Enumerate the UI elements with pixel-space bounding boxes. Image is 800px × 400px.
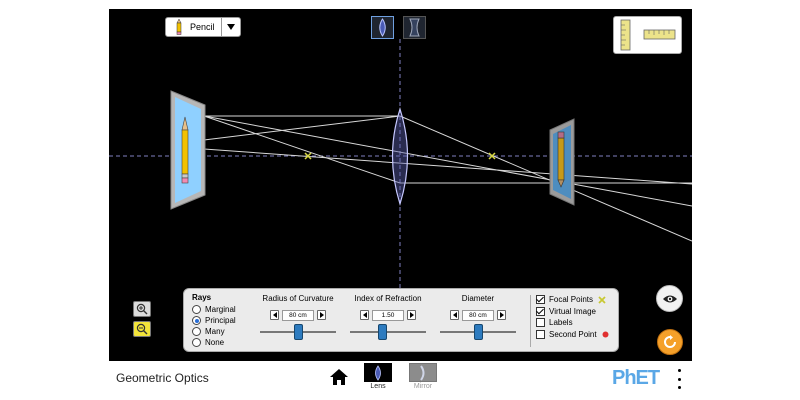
object-pencil[interactable] [170,90,206,210]
diameter-title: Diameter [461,294,495,303]
display-options: Focal Points Virtual Image Labels Second… [536,294,618,340]
arrow-left-icon [362,312,367,318]
chevron-down-icon[interactable] [221,18,240,36]
rays-title: Rays [192,293,212,302]
ray-option-marginal[interactable]: Marginal [192,304,252,315]
diameter-value: 80 cm [462,309,494,321]
radius-increment-button[interactable] [317,310,326,320]
phet-logo[interactable]: PhET [612,366,660,390]
checkbox-second-point[interactable]: Second Point [536,329,618,341]
app-title: Geometric Optics [116,371,209,385]
index-slider[interactable] [348,324,428,340]
radius-of-curvature-control: Radius of Curvature 80 cm [258,294,338,340]
convex-lens[interactable] [391,107,409,207]
eye-icon [662,295,677,302]
radius-slider[interactable] [258,324,338,340]
focal-point-x-icon [598,296,606,304]
diameter-slider[interactable] [438,324,518,340]
more-options-icon[interactable] [676,369,682,389]
ray-option-principal[interactable]: Principal [192,315,252,326]
radius-decrement-button[interactable] [270,310,279,320]
radius-value: 80 cm [282,309,314,321]
ray-option-label: None [205,338,225,347]
focal-point-left[interactable] [304,152,312,160]
ray-option-many[interactable]: Many [192,326,252,337]
arrow-left-icon [452,312,457,318]
radius-title: Radius of Curvature [262,294,334,303]
radio-button[interactable] [192,338,201,347]
radius-slider-thumb[interactable] [293,324,303,340]
home-icon [330,369,348,385]
checkbox-label: Virtual Image [549,306,596,316]
concave-lens-button[interactable] [403,16,426,39]
focal-point-right[interactable] [488,152,496,160]
object-dropdown[interactable]: Pencil [165,17,241,37]
mirror-screen-icon [409,363,437,382]
arrow-right-icon [319,312,324,318]
tab-lens-label: Lens [370,383,386,390]
pencil-icon [176,19,182,35]
ruler-icon [620,19,676,51]
tab-mirror[interactable]: Mirror [408,363,438,390]
diameter-control: Diameter 80 cm [438,294,518,340]
lens-screen-icon [364,363,392,382]
diameter-increment-button[interactable] [497,310,506,320]
reset-icon [664,335,676,348]
slider-track [350,331,426,333]
phet-brand: PhET [612,366,660,389]
reset-all-button[interactable] [657,329,683,355]
arrow-right-icon [499,312,504,318]
convex-lens-button[interactable] [371,16,394,39]
simulation-area: Pencil [109,9,692,361]
zoom-out-icon [136,323,148,335]
checkbox-labels[interactable]: Labels [536,317,618,329]
radio-button-selected[interactable] [192,316,201,325]
checkbox-virtual-image[interactable]: Virtual Image [536,306,618,318]
arrow-right-icon [409,312,414,318]
checkbox-label: Second Point [549,329,597,339]
checkbox-focal-points[interactable]: Focal Points [536,294,618,306]
arrow-left-icon [272,312,277,318]
second-point-dot-icon [602,331,609,338]
radio-button[interactable] [192,305,201,314]
eye-toggle-button[interactable] [656,285,683,312]
convex-lens-icon [379,18,386,37]
control-panel: Rays Marginal Principal Many None Radius… [183,288,619,352]
checkbox-unchecked[interactable] [536,318,545,328]
home-button[interactable] [328,367,350,387]
checkbox-unchecked[interactable] [536,329,545,339]
tab-mirror-label: Mirror [413,383,433,390]
index-of-refraction-control: Index of Refraction 1.50 [348,294,428,340]
zoom-in-icon [136,303,148,315]
light-rays [203,115,692,242]
ray-option-label: Many [205,327,225,336]
diameter-slider-thumb[interactable] [473,324,483,340]
tab-lens[interactable]: Lens [363,363,393,390]
ray-option-none[interactable]: None [192,337,252,348]
index-slider-thumb[interactable] [377,324,387,340]
index-title: Index of Refraction [354,294,422,303]
diameter-decrement-button[interactable] [450,310,459,320]
zoom-out-button[interactable] [133,321,151,337]
concave-lens-icon [409,18,420,37]
object-dropdown-label: Pencil [190,22,215,32]
index-value: 1.50 [372,309,404,321]
zoom-in-button[interactable] [133,301,151,317]
navigation-bar: Geometric Optics Lens Mirror PhET [109,361,692,400]
checkbox-checked[interactable] [536,306,545,316]
ray-option-label: Marginal [205,305,236,314]
image-pencil [549,118,575,206]
checkbox-label: Labels [549,318,573,328]
optics-scene [109,39,692,299]
index-increment-button[interactable] [407,310,416,320]
ruler-toggle-button[interactable] [613,16,682,54]
checkbox-checked[interactable] [536,295,545,305]
index-decrement-button[interactable] [360,310,369,320]
rays-group: Rays Marginal Principal Many None [192,293,252,348]
checkbox-label: Focal Points [549,295,594,305]
panel-divider [530,295,531,347]
ray-option-label: Principal [205,316,236,325]
radio-button[interactable] [192,327,201,336]
